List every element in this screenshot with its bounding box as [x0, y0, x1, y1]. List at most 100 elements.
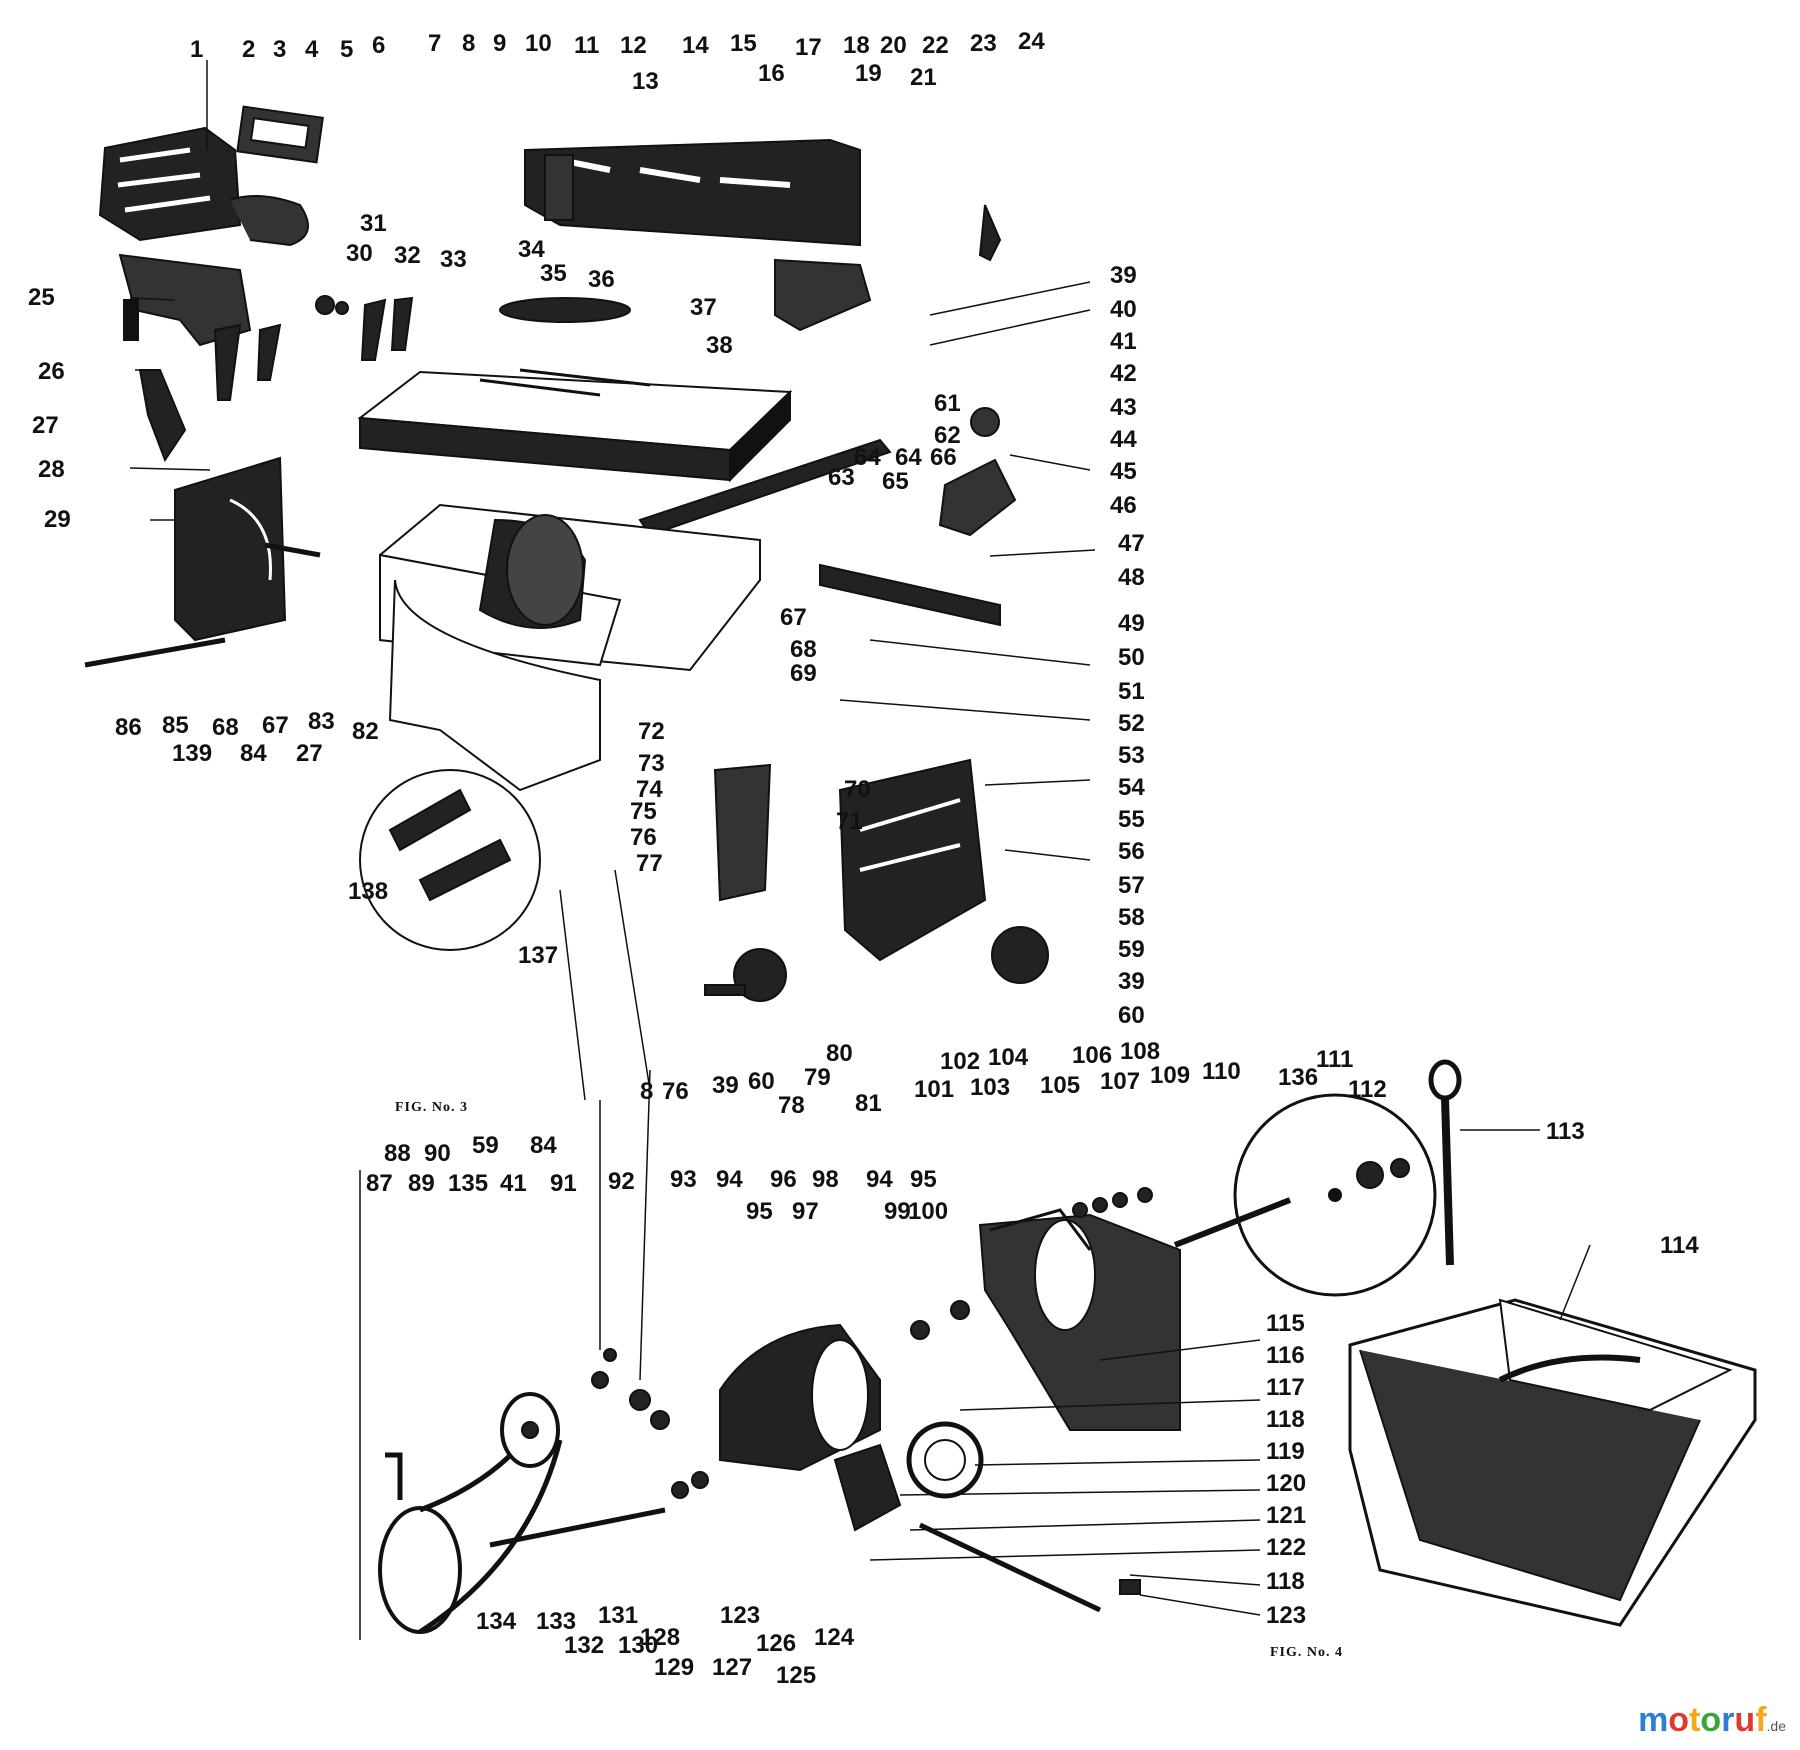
callout-52: 52 [1118, 710, 1145, 737]
callout-114: 114 [1660, 1232, 1699, 1259]
callout-95b: 95 [746, 1198, 773, 1225]
callout-51: 51 [1118, 678, 1145, 705]
callout-43: 43 [1110, 394, 1137, 421]
callout-136: 136 [1278, 1064, 1319, 1091]
arbor-pulley-part [500, 1392, 560, 1468]
logo-r: r [1721, 1701, 1735, 1739]
callout-9: 9 [493, 30, 507, 57]
callout-22: 22 [922, 32, 949, 59]
callout-5: 5 [340, 36, 354, 63]
miter-gauge-part [819, 407, 1017, 627]
callout-74: 74 [636, 776, 663, 803]
callout-47: 47 [1118, 530, 1145, 557]
callout-35: 35 [540, 260, 567, 287]
callout-48: 48 [1118, 564, 1145, 591]
callout-71: 71 [836, 808, 863, 835]
callout-58: 58 [1118, 904, 1145, 931]
callout-68-left: 68 [212, 714, 239, 741]
callout-118b: 118 [1266, 1568, 1305, 1595]
tilt-quadrant-part [84, 456, 321, 668]
callout-89: 89 [408, 1170, 435, 1197]
callout-119: 119 [1266, 1438, 1305, 1465]
callout-108: 108 [1120, 1038, 1161, 1065]
callout-70: 70 [844, 776, 871, 803]
callout-4: 4 [305, 36, 319, 63]
blade-wrench-part [1428, 1059, 1462, 1266]
callout-124: 124 [814, 1624, 855, 1651]
callout-137: 137 [518, 942, 559, 969]
callout-87: 87 [366, 1170, 393, 1197]
callout-91: 91 [550, 1170, 577, 1197]
callout-117: 117 [1266, 1374, 1305, 1401]
callout-10: 10 [525, 30, 552, 57]
callout-16: 16 [758, 60, 785, 87]
callout-59: 59 [1118, 936, 1145, 963]
arbor-nut-part [1356, 1158, 1410, 1189]
callout-90: 90 [424, 1140, 451, 1167]
callout-33: 33 [440, 246, 467, 273]
callout-103: 103 [970, 1074, 1011, 1101]
logo-o1: o [1668, 1701, 1690, 1739]
callout-75: 75 [630, 798, 657, 825]
callout-118: 118 [1266, 1406, 1305, 1433]
fig-3-caption: FIG. No. 3 [395, 1100, 468, 1115]
arbor-bracket-part [719, 1323, 881, 1472]
callout-26: 26 [38, 358, 65, 385]
callout-93: 93 [670, 1166, 697, 1193]
callout-29: 29 [44, 506, 71, 533]
callout-98: 98 [812, 1166, 839, 1193]
callout-13: 13 [632, 68, 659, 95]
callout-39-lower: 39 [712, 1072, 739, 1099]
saw-table-part [357, 368, 793, 483]
handwheel-part [704, 948, 787, 1002]
callout-28: 28 [38, 456, 65, 483]
callout-88: 88 [384, 1140, 411, 1167]
blade-guard-part [98, 126, 309, 247]
arbor-shaft-part [1173, 1197, 1292, 1248]
callout-53: 53 [1118, 742, 1145, 769]
small-hardware-parts [591, 1187, 1153, 1595]
motor-mount-part [713, 758, 1049, 984]
callout-100: 100 [908, 1198, 949, 1225]
callout-6: 6 [372, 32, 386, 59]
callout-55: 55 [1118, 806, 1145, 833]
callout-41: 41 [1110, 328, 1137, 355]
callout-41-fig4: 41 [500, 1170, 527, 1197]
callout-7: 7 [428, 30, 442, 57]
callout-67-left: 67 [262, 712, 289, 739]
callout-17: 17 [795, 34, 822, 61]
callout-94b: 94 [866, 1166, 893, 1193]
logo-f: f [1755, 1701, 1767, 1739]
callout-14: 14 [682, 32, 709, 59]
guard-bracket-part [236, 105, 324, 164]
callout-84-fig4: 84 [530, 1132, 557, 1159]
callout-68: 68 [790, 636, 817, 663]
callout-128: 128 [640, 1624, 681, 1651]
callout-18: 18 [843, 32, 870, 59]
callout-135: 135 [448, 1170, 489, 1197]
callout-120: 120 [1266, 1470, 1307, 1497]
callout-102: 102 [940, 1048, 981, 1075]
callout-134: 134 [476, 1608, 517, 1635]
callout-67: 67 [780, 604, 807, 631]
callout-109: 109 [1150, 1062, 1191, 1089]
callout-123: 123 [1266, 1602, 1307, 1629]
callout-101: 101 [914, 1076, 955, 1103]
callout-86: 86 [115, 714, 142, 741]
callout-39-top: 39 [1110, 262, 1137, 289]
tilt-shaft-part [489, 1507, 666, 1548]
callout-106: 106 [1072, 1042, 1113, 1069]
callout-94: 94 [716, 1166, 743, 1193]
callout-36: 36 [588, 266, 615, 293]
callout-11: 11 [574, 32, 600, 59]
callout-121: 121 [1266, 1502, 1307, 1529]
callout-34: 34 [518, 236, 545, 263]
callout-133: 133 [536, 1608, 577, 1635]
callout-54: 54 [1118, 774, 1145, 801]
callout-125: 125 [776, 1662, 817, 1689]
callout-64a: 64 [854, 444, 881, 471]
trunnion-part [978, 1208, 1181, 1431]
callout-138: 138 [348, 878, 389, 905]
cabinet-fig4-part [1348, 1298, 1757, 1627]
